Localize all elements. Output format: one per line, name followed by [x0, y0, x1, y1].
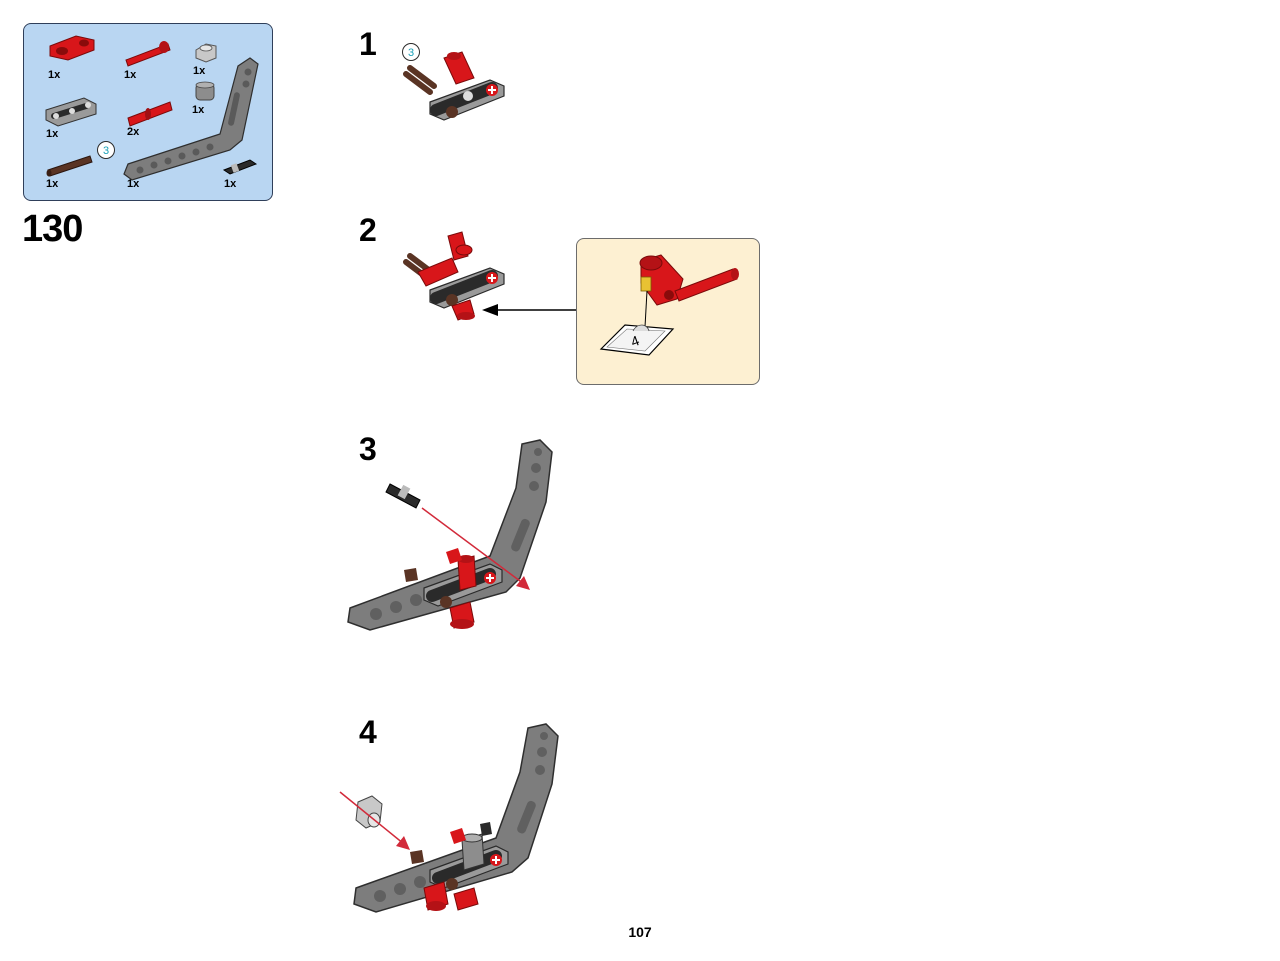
red-axle-pin-part-icon	[125, 41, 171, 67]
step-number: 4	[359, 714, 377, 750]
grey-bush-part-icon	[195, 43, 217, 63]
bent-beam-part-icon	[123, 57, 259, 181]
part-quantity: 1x	[124, 69, 137, 81]
part-quantity: 2x	[127, 126, 140, 138]
sticker-callout-box: 4	[576, 238, 760, 385]
part-quantity: 1x	[193, 65, 206, 77]
part-quantity: 1x	[46, 178, 59, 190]
step-4-assembly-illustration	[339, 723, 559, 913]
black-pin-part-icon	[222, 159, 258, 175]
part-quantity: 1x	[48, 69, 61, 81]
black-pin-part-icon	[385, 483, 421, 509]
page-number: 107	[628, 924, 652, 940]
step-1-assembly-illustration	[403, 51, 505, 121]
part-quantity: 1x	[46, 128, 59, 140]
step-number: 3	[359, 431, 377, 467]
build-step-number: 130	[22, 208, 83, 250]
step-3-assembly-illustration	[347, 439, 553, 631]
assembly-arrow-icon	[421, 507, 525, 585]
red-pin-part-icon	[127, 101, 173, 127]
sticker-application-illustration	[599, 254, 739, 356]
grey-connector-part-icon	[45, 97, 97, 127]
part-quantity: 1x	[192, 104, 205, 116]
assembly-arrow-icon	[339, 791, 405, 845]
axle-length-indicator: 3	[97, 141, 115, 159]
red-connector-part-icon	[49, 35, 95, 61]
step-number: 1	[359, 26, 377, 62]
parts-list-box: 1x 1x 1x 1x 2x 1x 1x 1x 1x 3	[23, 23, 273, 201]
step-2-assembly-illustration	[403, 231, 505, 321]
axle-length-indicator: 3	[402, 43, 420, 61]
grey-cylinder-part-icon	[195, 81, 215, 101]
step-number: 2	[359, 212, 377, 248]
parts-illustration	[45, 35, 259, 181]
brown-axle-part-icon	[46, 155, 93, 177]
part-quantity: 1x	[224, 178, 237, 190]
assembly-arrow-icon	[482, 304, 576, 316]
sticker-icon	[640, 276, 652, 292]
part-quantity: 1x	[127, 178, 140, 190]
